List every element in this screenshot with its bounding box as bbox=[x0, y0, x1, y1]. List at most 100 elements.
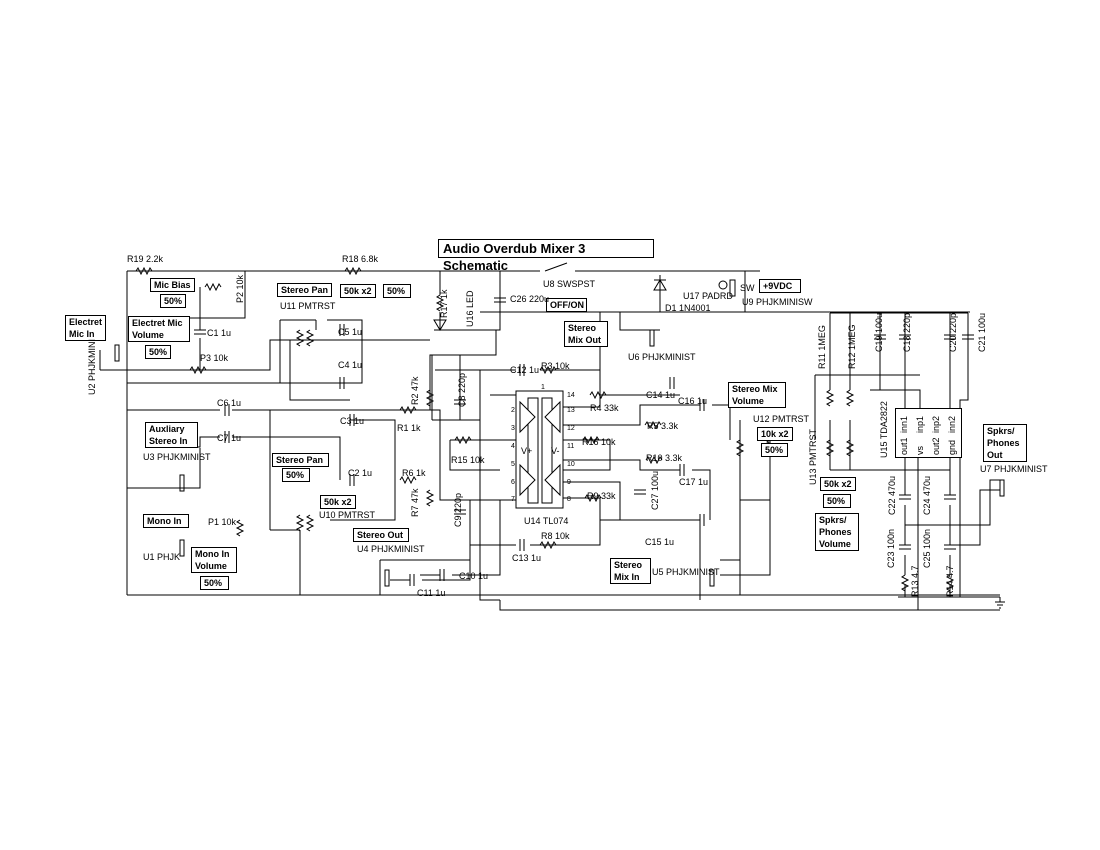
capacitor-c6 bbox=[224, 404, 230, 416]
wire bbox=[439, 271, 501, 331]
wire bbox=[904, 555, 951, 597]
audio-jack-u5-symbol bbox=[709, 569, 715, 587]
tl074-pin-7: 7 bbox=[511, 496, 515, 503]
diode-d1-symbol bbox=[653, 279, 667, 291]
wire bbox=[904, 456, 951, 545]
u13-value-label: 50k x2 bbox=[820, 477, 856, 491]
wire bbox=[435, 369, 601, 395]
u12-label: U12 PMTRST bbox=[753, 414, 810, 424]
u4-label: U4 PHJKMINIST bbox=[357, 544, 425, 554]
u17-label: U17 PADRD bbox=[683, 291, 733, 301]
r10-label: R10 3.3k bbox=[646, 453, 683, 463]
c25-label: C25 100n bbox=[922, 528, 932, 568]
mic-bias-percent: 50% bbox=[160, 294, 187, 308]
c1-label: C1 1u bbox=[207, 328, 232, 338]
c3-label: C3 1u bbox=[340, 416, 365, 426]
c22-label: C22 470u bbox=[887, 475, 897, 515]
tl074-pin-6: 6 bbox=[511, 479, 515, 486]
u10-value-label: 50k x2 bbox=[320, 495, 356, 509]
auxiliary-stereo-in-label: Auxliary Stereo In bbox=[145, 422, 198, 448]
c7-label: C7 1u bbox=[217, 433, 242, 443]
c10-label: C10 1u bbox=[459, 571, 489, 581]
resistor-r14 bbox=[945, 574, 955, 592]
r12-label: R12 1MEG bbox=[847, 324, 857, 369]
audio-jack-u6-symbol bbox=[649, 329, 655, 347]
op-amp-symbol-4 bbox=[544, 463, 561, 497]
resistor-p2 bbox=[204, 282, 222, 292]
c8-label: C8 220p bbox=[457, 372, 467, 407]
tl074-pin-1: 1 bbox=[541, 384, 545, 391]
resistor-r6 bbox=[399, 475, 417, 485]
u11-label: U11 PMTRST bbox=[280, 301, 336, 311]
wire bbox=[905, 479, 1000, 546]
wire bbox=[420, 500, 501, 576]
r4-label: R4 33k bbox=[590, 403, 619, 413]
switch-u8-symbol bbox=[544, 262, 568, 272]
stereo-out-label: Stereo Out bbox=[353, 528, 409, 542]
capacitor-c4 bbox=[339, 377, 345, 389]
wire bbox=[995, 601, 1005, 609]
pin-out2: out2 bbox=[931, 437, 941, 455]
op-amp-symbol-3 bbox=[544, 400, 561, 434]
pin-inn2: inn2 bbox=[947, 415, 957, 433]
tl074-pin-14: 14 bbox=[567, 392, 575, 399]
tl074-pin-13: 13 bbox=[567, 407, 575, 414]
u11-value-label: 50k x2 bbox=[340, 284, 376, 298]
capacitor-c2 bbox=[349, 474, 355, 486]
wire bbox=[479, 370, 500, 601]
wire bbox=[449, 440, 500, 471]
wire bbox=[100, 339, 430, 371]
capacitor-c23 bbox=[899, 544, 911, 550]
tl074-pin-4: 4 bbox=[511, 443, 515, 450]
capacitor-c18 bbox=[899, 334, 911, 340]
wire bbox=[814, 374, 921, 440]
capacitor-c19 bbox=[874, 334, 886, 340]
c2-label: C2 1u bbox=[348, 468, 373, 478]
wire bbox=[739, 500, 1000, 596]
resistor-r3 bbox=[539, 365, 557, 375]
pin-inp2: inp2 bbox=[931, 415, 941, 433]
p3-label: P3 10k bbox=[200, 353, 229, 363]
op-amp-symbol-1 bbox=[519, 400, 536, 434]
r1-label: R1 1k bbox=[397, 423, 421, 433]
p1-label: P1 10k bbox=[208, 517, 237, 527]
u14-label: U14 TL074 bbox=[524, 516, 569, 526]
capacitor-c25 bbox=[944, 544, 956, 550]
tl074-pin-9: 9 bbox=[567, 479, 571, 486]
u5-label: U5 PHJKMINIST bbox=[652, 567, 720, 577]
r2-label: R2 47k bbox=[410, 376, 420, 405]
capacitor-c26 bbox=[494, 297, 506, 303]
led-u16-symbol bbox=[433, 319, 447, 331]
resistor-r18 bbox=[344, 266, 362, 276]
capacitor-c27 bbox=[634, 489, 646, 495]
resistor-r5 bbox=[644, 420, 662, 430]
capacitor-c13 bbox=[519, 539, 525, 551]
wire bbox=[659, 271, 746, 312]
audio-jack-u1-symbol bbox=[179, 539, 185, 557]
c9-label: C9 220p bbox=[453, 492, 463, 527]
c12-label: C12 1u bbox=[510, 365, 540, 375]
pin-inp1: inp1 bbox=[915, 415, 925, 433]
c21-label: C21 100u bbox=[977, 312, 987, 352]
resistor-r16 bbox=[582, 435, 600, 445]
stereo-pan-label: Stereo Pan bbox=[277, 283, 333, 297]
c14-label: C14 1u bbox=[646, 390, 676, 400]
capacitor-c12 bbox=[519, 364, 525, 376]
resistor-u11b bbox=[305, 329, 315, 347]
resistor-r13 bbox=[900, 574, 910, 592]
wire bbox=[898, 456, 1000, 610]
wire bbox=[720, 460, 771, 576]
stereo-pan-2-label: Stereo Pan bbox=[272, 453, 329, 467]
r18-label: R18 6.8k bbox=[342, 254, 379, 264]
mono-in-label: Mono In bbox=[143, 514, 189, 528]
c26-label: C26 220u bbox=[510, 294, 550, 304]
r14-label: R14 4.7 bbox=[945, 565, 955, 597]
d1-label: D1 1N4001 bbox=[665, 303, 711, 313]
stereo-mix-volume-label: Stereo Mix Volume bbox=[728, 382, 786, 408]
c11-label: C11 1u bbox=[417, 588, 446, 598]
wire bbox=[390, 500, 471, 581]
wire bbox=[563, 481, 640, 521]
r15-label: R15 10k bbox=[451, 455, 485, 465]
u6-label: U6 PHJKMINIST bbox=[628, 352, 696, 362]
mono-in-volume-label: Mono In Volume bbox=[191, 547, 237, 573]
